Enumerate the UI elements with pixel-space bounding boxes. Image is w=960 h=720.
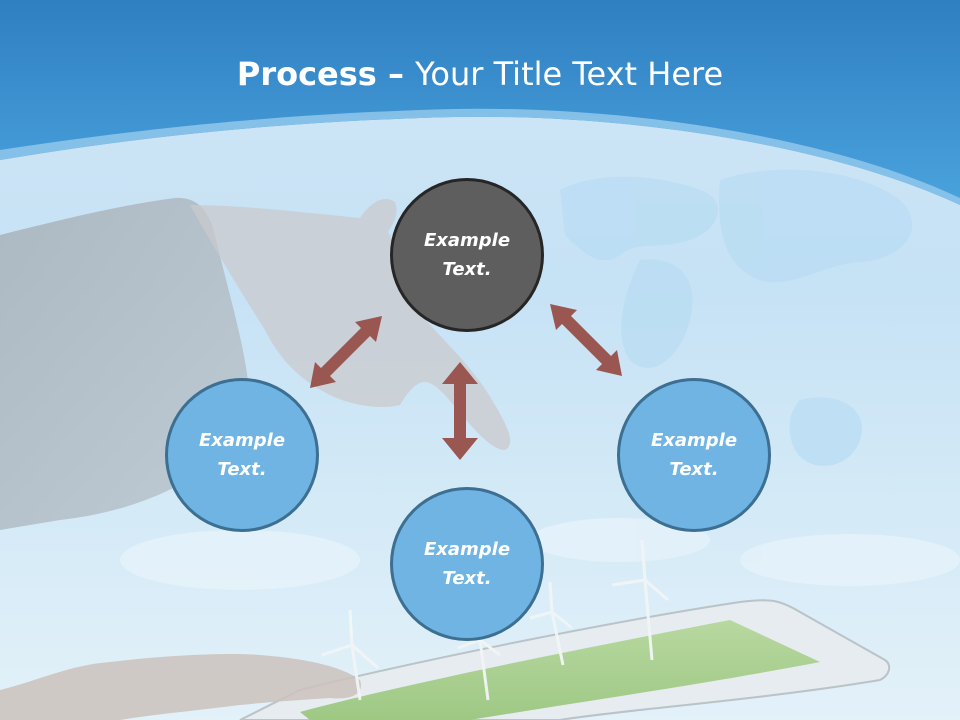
process-node-bottom: Example Text. — [390, 487, 544, 641]
holding-hand-shape — [0, 653, 361, 720]
double-arrow-top-right — [550, 304, 622, 376]
title-rest: Your Title Text Here — [415, 55, 724, 93]
process-node-top: Example Text. — [390, 178, 544, 332]
world-map-shape — [560, 169, 913, 467]
pointing-hand-shape — [190, 198, 511, 450]
double-arrow-top-left — [310, 316, 382, 388]
process-node-right: Example Text. — [617, 378, 771, 532]
double-arrow-vertical — [442, 362, 478, 460]
header-band — [0, 0, 960, 205]
cloud-shape — [120, 518, 960, 590]
process-node-left: Example Text. — [165, 378, 319, 532]
grass-shape — [300, 620, 820, 720]
title-bold: Process — [236, 55, 377, 93]
title-separator: – — [376, 55, 416, 93]
slide-title: Process – Your Title Text Here — [0, 52, 960, 96]
header-highlight — [0, 108, 960, 205]
wind-turbine-shape — [321, 539, 669, 701]
